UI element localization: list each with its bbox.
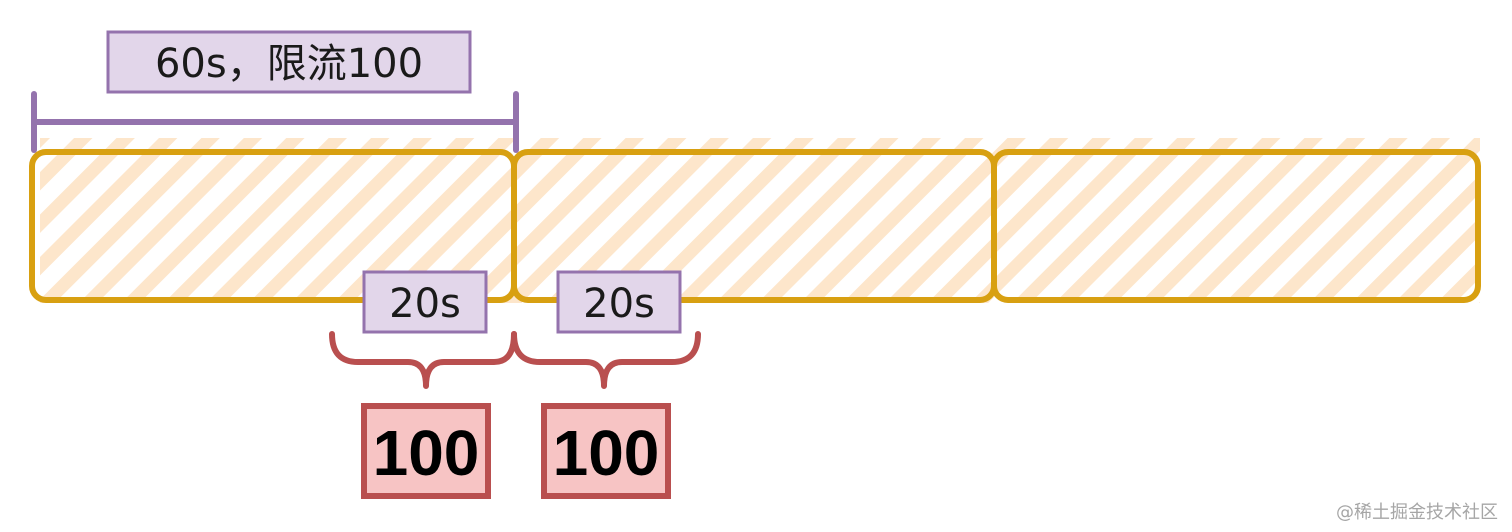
watermark: @稀土掘金技术社区 <box>1336 502 1498 523</box>
sub-window-1-duration-box <box>362 270 488 334</box>
window-label: 60s，限流100 <box>155 41 423 87</box>
sub-window-1-count-box <box>361 403 491 499</box>
time-window-3 <box>991 149 1481 303</box>
window-label-box <box>106 30 472 94</box>
sub-window-2-brace <box>511 331 701 389</box>
sub-window-1-brace <box>329 331 517 389</box>
sub-window-2-count-box <box>541 403 671 499</box>
window-hatch-fill <box>40 138 1480 303</box>
sub-window-2-duration: 20s <box>583 281 655 327</box>
sub-window-1-count: 100 <box>373 417 480 489</box>
sub-window-2-count: 100 <box>553 417 660 489</box>
window-span-bracket <box>31 91 519 153</box>
sub-window-2-duration-box <box>556 270 682 334</box>
sub-window-1-duration: 20s <box>389 281 461 327</box>
